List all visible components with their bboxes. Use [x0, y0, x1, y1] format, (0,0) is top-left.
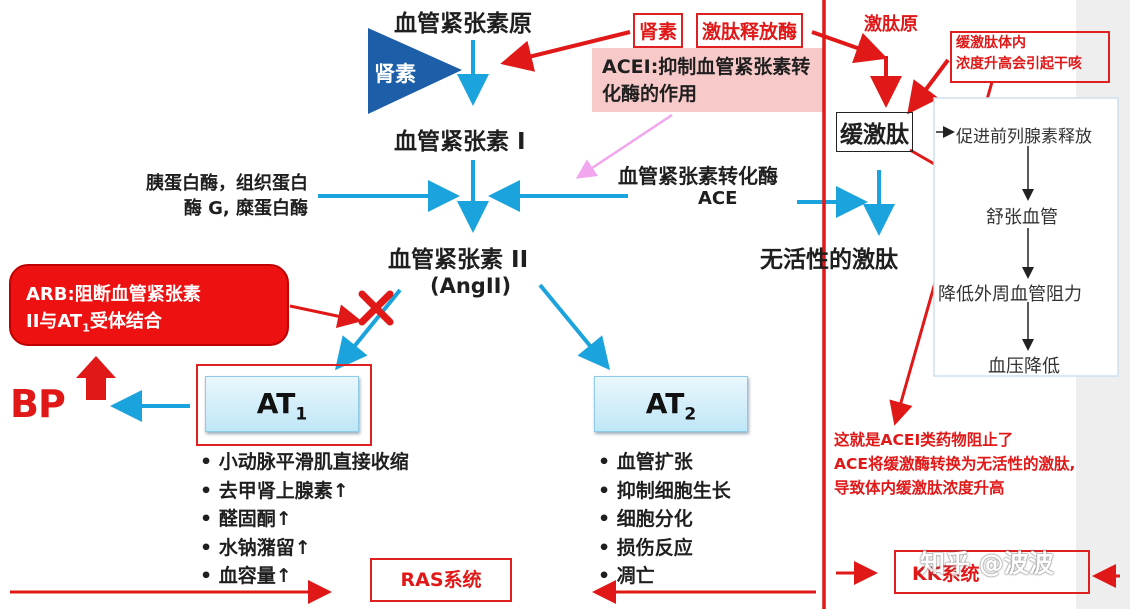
renin-tag: 肾素: [633, 13, 684, 48]
other-enzymes: 胰蛋白酶，组织蛋白 酶 G, 糜蛋白酶: [96, 171, 308, 221]
acei-explanation-line1: 这就是ACEI类药物阻止了: [834, 431, 1014, 449]
bp-label: BP: [10, 382, 66, 426]
bk-flow-step-4: 血压降低: [988, 356, 1060, 377]
bk-flow-step-2: 舒张血管: [986, 207, 1058, 228]
arrow-renin-tag: [500, 30, 631, 72]
arrow-ang2-to-at1: [334, 288, 402, 371]
bk-flow-panel: [933, 97, 1119, 377]
arrow-acei-to-ace: [575, 113, 673, 179]
at1-effect-item: 去甲肾上腺素↑: [200, 477, 409, 506]
at1-effect-item: 水钠潴留↑: [200, 534, 409, 563]
kk-system-label: KK系统: [894, 550, 1090, 594]
arb-note-line1: ARB:阻断血管紧张素: [26, 284, 201, 305]
at2-effects-list: 血管扩张 抑制细胞生长 细胞分化 损伤反应 凋亡: [598, 448, 731, 591]
acei-note-line2: 化酶的作用: [602, 83, 698, 105]
at1-effect-item: 醛固酮↑: [200, 505, 409, 534]
acei-explanation-line3: 导致体内缓激肽浓度升高: [834, 479, 1005, 497]
at1-sub: 1: [295, 404, 308, 425]
angiotensin-2-abbr: (AngII): [430, 274, 512, 298]
at2-effect-item: 凋亡: [598, 562, 731, 591]
arrow-arb-to-block: [289, 304, 362, 329]
arb-note-line2: II与AT1受体结合: [26, 308, 201, 342]
renin-label: 肾素: [374, 62, 416, 86]
acei-explanation-line2: ACE将缓激酶转换为无活性的激肽,: [834, 455, 1076, 473]
angiotensin-1-label: 血管紧张素 I: [394, 129, 526, 155]
arrow-cough-to-bk: [907, 58, 950, 115]
acei-note-line1: ACEI:抑制血管紧张素转: [602, 56, 811, 78]
block-x-icon: [358, 290, 394, 326]
angiotensinogen-label: 血管紧张素原: [394, 11, 532, 37]
arb-note-line2-b: 受体结合: [89, 311, 162, 332]
at1-effects-list: 小动脉平滑肌直接收缩 去甲肾上腺素↑ 醛固酮↑ 水钠潴留↑ 血容量↑: [200, 448, 409, 591]
cough-note-line1: 缓激肽体内: [956, 35, 1026, 51]
acei-note: ACEI:抑制血管紧张素转 化酶的作用: [602, 54, 810, 108]
arb-note-sub: 1: [82, 321, 90, 335]
ace-name: 血管紧张素转化酶: [618, 164, 778, 188]
acei-note-bg: [592, 48, 824, 112]
arb-note-line2-a: II与AT: [26, 311, 83, 332]
at2-effect-item: 抑制细胞生长: [598, 477, 731, 506]
at2-effect-item: 血管扩张: [598, 448, 731, 477]
inactive-kinin-label: 无活性的激肽: [760, 247, 898, 273]
at1-effect-item: 小动脉平滑肌直接收缩: [200, 448, 409, 477]
at2-sub: 2: [684, 404, 697, 425]
bk-flow-step-1: 促进前列腺素释放: [956, 127, 1092, 147]
acei-explanation: 这就是ACEI类药物阻止了 ACE将缓激酶转换为无活性的激肽, 导致体内缓激肽浓…: [834, 428, 1075, 500]
bp-up-arrow-icon: [76, 356, 116, 400]
arb-note-bg: [9, 264, 289, 346]
renin-triangle: [368, 28, 462, 114]
angiotensin-2-label: 血管紧张素 II: [388, 247, 529, 273]
bradykinin-label: 缓激肽: [836, 112, 913, 152]
at2-box: AT2: [594, 376, 748, 432]
ras-system-label: RAS系统: [370, 558, 512, 602]
cough-note-line2: 浓度升高会引起干咳: [956, 56, 1082, 72]
cough-note: 缓激肽体内 浓度升高会引起干咳: [950, 31, 1110, 83]
other-enzymes-line2: 酶 G, 糜蛋白酶: [183, 198, 308, 219]
watermark: 知乎 @波波: [920, 549, 1054, 578]
other-enzymes-line1: 胰蛋白酶，组织蛋白: [146, 173, 308, 194]
kininogenase-tag: 激肽释放酶: [696, 13, 804, 48]
at2-effect-item: 损伤反应: [598, 534, 731, 563]
kininogen-label: 激肽原: [864, 14, 918, 35]
at1-effect-item: 血容量↑: [200, 562, 409, 591]
arb-note: ARB:阻断血管紧张素 II与AT1受体结合: [26, 281, 201, 342]
arrow-ang2-to-at2: [538, 283, 611, 371]
at1-highlight: [196, 364, 372, 446]
at2-main: AT: [645, 387, 685, 420]
at1-box: AT1: [205, 376, 359, 432]
at1-main: AT: [256, 387, 296, 420]
at2-effect-item: 细胞分化: [598, 505, 731, 534]
ace-abbr: ACE: [698, 188, 738, 209]
bk-flow-step-3: 降低外周血管阻力: [938, 284, 1082, 305]
